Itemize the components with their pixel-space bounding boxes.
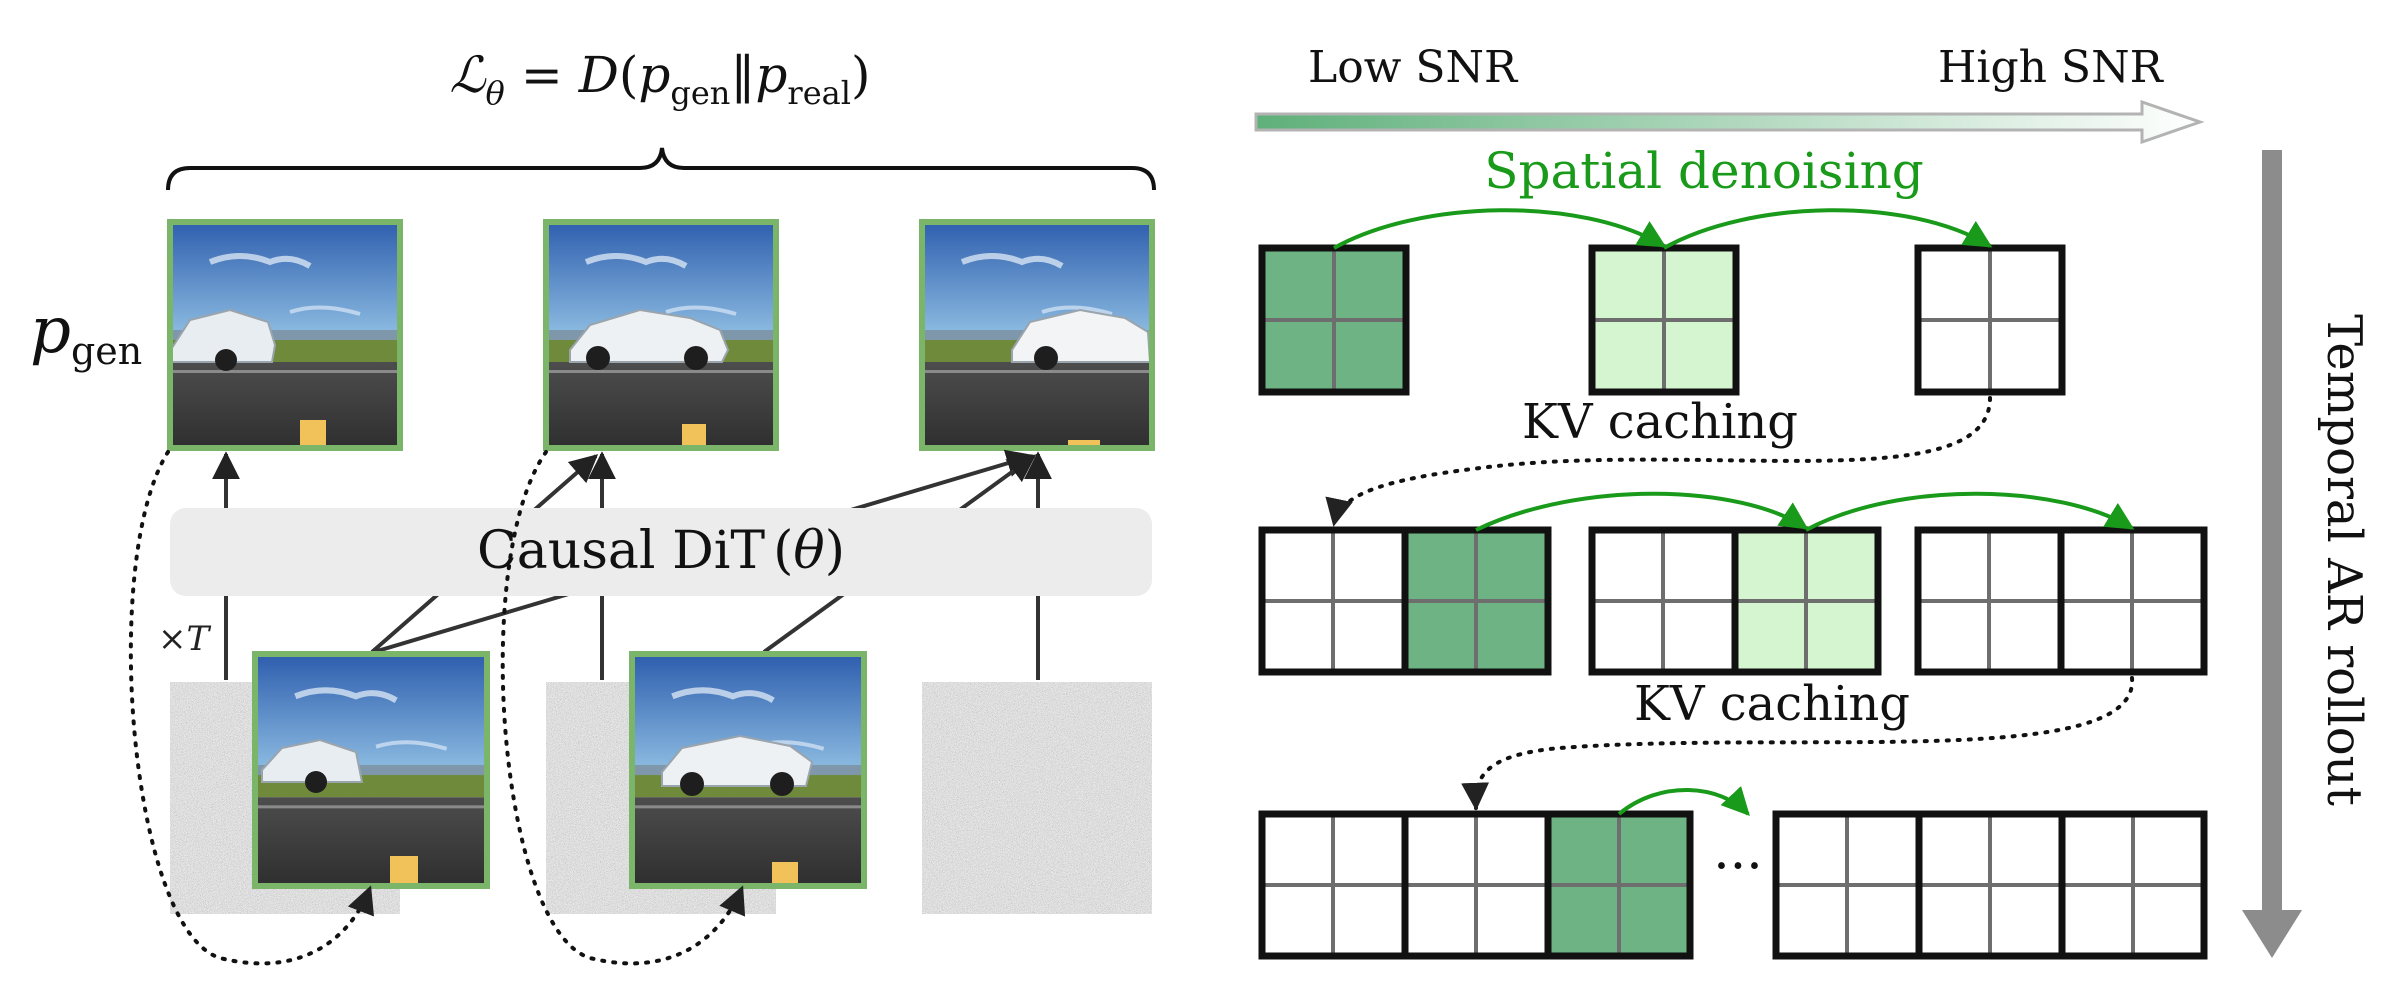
output-frame-2 [543, 219, 779, 451]
car-image-2 [569, 308, 730, 448]
row3-spatial-arrow [1617, 786, 1750, 817]
kv-cache-arrow-2 [1461, 676, 2135, 811]
frame-brace [166, 147, 1156, 191]
car-image-1 [171, 308, 326, 448]
intermediate-frame-2 [629, 651, 867, 889]
row2-spatial-arrows [1475, 491, 2135, 532]
car-image-3 [1011, 308, 1152, 448]
right-panel: Low SNR High SNR Spatial denoising [1254, 42, 2372, 960]
noise-frame-3 [922, 682, 1152, 914]
snr-low-label: Low SNR [1308, 42, 1519, 93]
kv-caching-label-1: KV caching [1522, 394, 1798, 450]
row1-block-1 [1258, 244, 1410, 396]
output-frame-1 [167, 219, 403, 451]
row2-block-1 [1258, 526, 1552, 676]
row3-block-1 [1258, 810, 1694, 960]
temporal-rollout-arrow [2242, 150, 2302, 958]
snr-high-label: High SNR [1938, 42, 2165, 93]
spatial-denoising-label: Spatial denoising [1484, 142, 1924, 200]
left-panel: ℒθ=D(pgen‖preal) pgen [30, 46, 1156, 966]
row2-block-2 [1588, 526, 1882, 676]
intermediate-frame-1 [252, 651, 490, 889]
ellipsis: ··· [1713, 837, 1763, 897]
snr-arrow [1254, 99, 2205, 145]
row1-block-2 [1588, 244, 1740, 396]
feedback-loops [128, 450, 746, 966]
temporal-rollout-label: Temporal AR rollout [2316, 314, 2372, 806]
output-frame-3 [919, 219, 1155, 451]
row1-spatial-arrows [1333, 208, 1993, 250]
loss-formula: ℒθ=D(pgen‖preal) [450, 46, 871, 112]
row1-block-3 [1914, 244, 2066, 396]
row3-block-2 [1772, 810, 2208, 960]
causal-dit-block [170, 508, 1152, 596]
row2-block-3 [1914, 526, 2208, 676]
timesteps-label: ×T [158, 619, 212, 659]
kv-caching-label-2: KV caching [1634, 676, 1910, 732]
pgen-label: pgen [30, 294, 142, 373]
causal-dit-label: Causal DiT(θ) [477, 521, 845, 581]
